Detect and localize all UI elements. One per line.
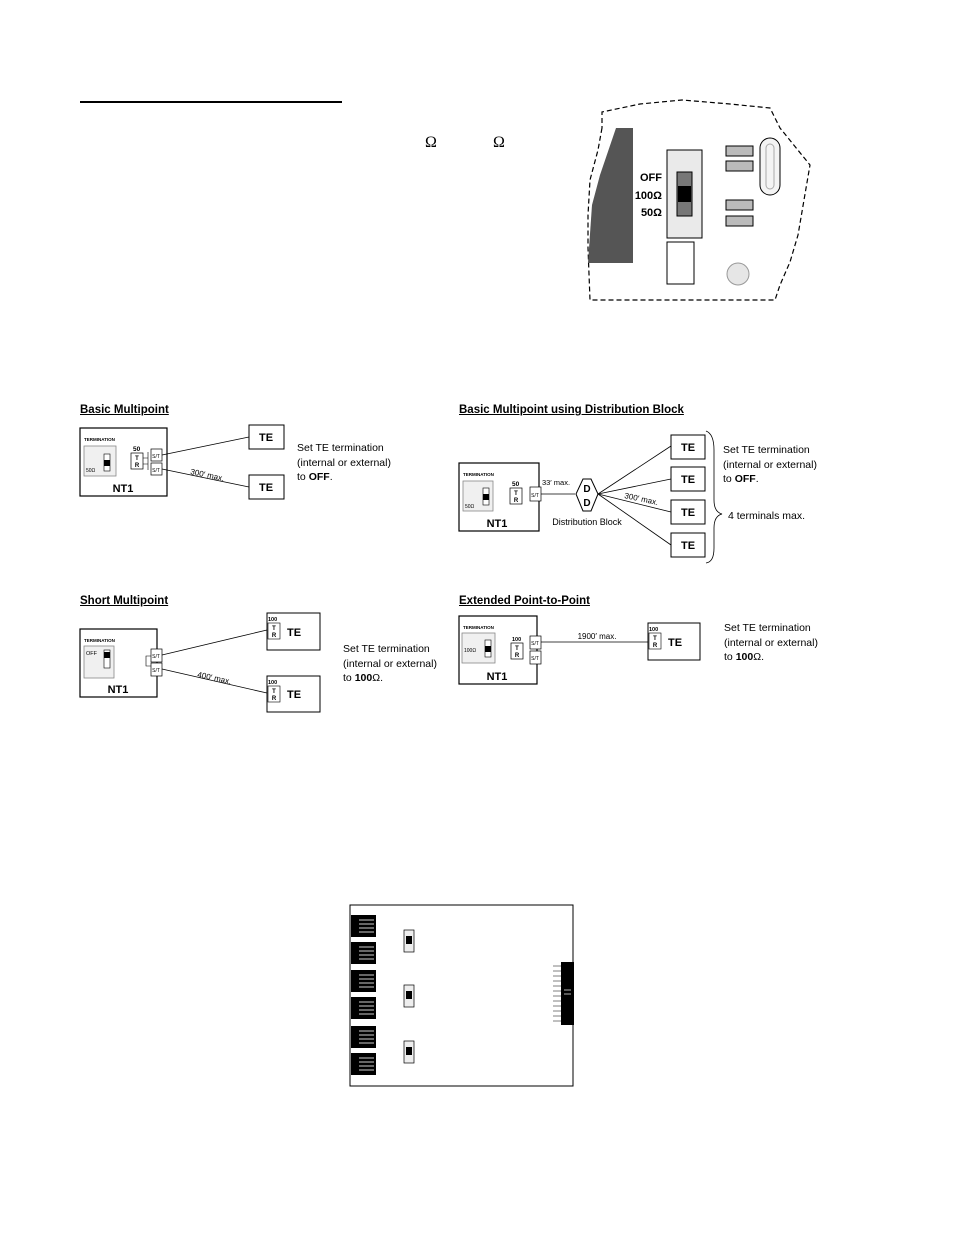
svg-text:S/T: S/T — [152, 668, 160, 674]
svg-text:D: D — [583, 484, 590, 495]
port-connectors — [351, 915, 376, 1075]
svg-text:R: R — [515, 653, 520, 659]
svg-text:T: T — [272, 689, 276, 695]
te-box — [670, 499, 706, 525]
switch-label-50: 50Ω — [641, 207, 662, 219]
nt1-label: NT1 — [487, 671, 508, 683]
termination-note: Set TE termination (internal or external… — [343, 643, 437, 684]
omega-symbol: Ω — [493, 134, 505, 151]
card-outline — [349, 904, 574, 1087]
svg-text:T: T — [135, 456, 139, 462]
distance-label: 33′ max. — [542, 478, 570, 487]
diagram-title: Extended Point-to-Point — [459, 595, 590, 607]
svg-text:S/T: S/T — [152, 454, 160, 460]
section-heading-rule — [80, 101, 342, 103]
distribution-block-symbol — [575, 478, 599, 512]
te-box — [670, 434, 706, 460]
omega-symbol: Ω — [425, 134, 437, 151]
svg-text:100: 100 — [268, 617, 277, 623]
svg-text:100: 100 — [649, 627, 658, 633]
circuit-board-outline — [587, 99, 811, 301]
board-oval-component — [759, 137, 781, 196]
svg-text:TE: TE — [681, 507, 695, 519]
termination-note: Set TE termination (internal or external… — [723, 444, 817, 485]
board-round-component — [726, 262, 750, 286]
svg-text:TE: TE — [287, 689, 301, 701]
svg-text:T: T — [653, 636, 657, 642]
termination-note: Set TE termination (internal or external… — [724, 622, 818, 663]
nt1-label: NT1 — [487, 518, 508, 530]
termination-switches — [403, 929, 415, 1064]
svg-text:R: R — [135, 463, 140, 469]
svg-text:100: 100 — [268, 680, 277, 686]
svg-text:T: T — [272, 626, 276, 632]
svg-text:TERMINATION: TERMINATION — [84, 638, 115, 643]
svg-text:TERMINATION: TERMINATION — [463, 472, 494, 477]
svg-text:TE: TE — [287, 627, 301, 639]
edge-connector — [553, 962, 574, 1025]
board-component — [725, 145, 754, 157]
svg-text:S/T: S/T — [531, 493, 539, 499]
svg-text:R: R — [272, 696, 277, 702]
svg-text:OFF: OFF — [86, 651, 98, 657]
diagram-title: Basic Multipoint using Distribution Bloc… — [459, 404, 684, 416]
te-box — [670, 466, 706, 492]
svg-text:R: R — [514, 498, 519, 504]
svg-text:TE: TE — [259, 432, 273, 444]
svg-text:100Ω: 100Ω — [464, 648, 476, 654]
svg-text:S/T: S/T — [152, 468, 160, 474]
te-box — [248, 424, 285, 450]
nt1-label: NT1 — [113, 483, 134, 495]
svg-text:T: T — [514, 491, 518, 497]
svg-text:TE: TE — [681, 474, 695, 486]
termination-switch-lever — [678, 186, 691, 202]
board-component — [725, 215, 754, 227]
diagram-title: Short Multipoint — [80, 595, 169, 607]
svg-text:TE: TE — [681, 442, 695, 454]
svg-text:S/T: S/T — [531, 641, 539, 647]
switch-label-off: OFF — [640, 172, 662, 184]
svg-text:TERMINATION: TERMINATION — [84, 437, 115, 442]
distribution-block-label: Distribution Block — [552, 517, 622, 527]
terminals-brace — [705, 430, 723, 564]
nt1-label: NT1 — [108, 684, 129, 696]
board-dark-region — [588, 128, 633, 263]
svg-text:T: T — [515, 646, 519, 652]
svg-text:D: D — [583, 498, 590, 509]
terminals-note: 4 terminals max. — [728, 510, 806, 522]
svg-text:50: 50 — [512, 481, 520, 488]
board-connector — [666, 241, 695, 285]
svg-text:TE: TE — [259, 482, 273, 494]
svg-text:S/T: S/T — [152, 654, 160, 660]
te-box — [248, 474, 285, 500]
svg-text:S/T: S/T — [531, 656, 539, 662]
svg-text:50: 50 — [133, 446, 141, 453]
switch-label-100: 100Ω — [635, 190, 662, 202]
termination-note: Set TE termination (internal or external… — [297, 442, 391, 483]
svg-text:TE: TE — [668, 637, 682, 649]
te-box — [670, 532, 706, 558]
svg-text:100: 100 — [512, 637, 521, 643]
svg-text:50Ω: 50Ω — [86, 468, 96, 474]
svg-text:TE: TE — [681, 540, 695, 552]
svg-text:R: R — [653, 643, 658, 649]
distance-label: 1900′ max. — [578, 632, 617, 641]
board-component — [725, 160, 754, 172]
svg-text:50Ω: 50Ω — [465, 504, 475, 510]
board-component — [725, 199, 754, 211]
diagram-title: Basic Multipoint — [80, 404, 169, 416]
svg-text:TERMINATION: TERMINATION — [463, 625, 494, 630]
svg-text:R: R — [272, 633, 277, 639]
